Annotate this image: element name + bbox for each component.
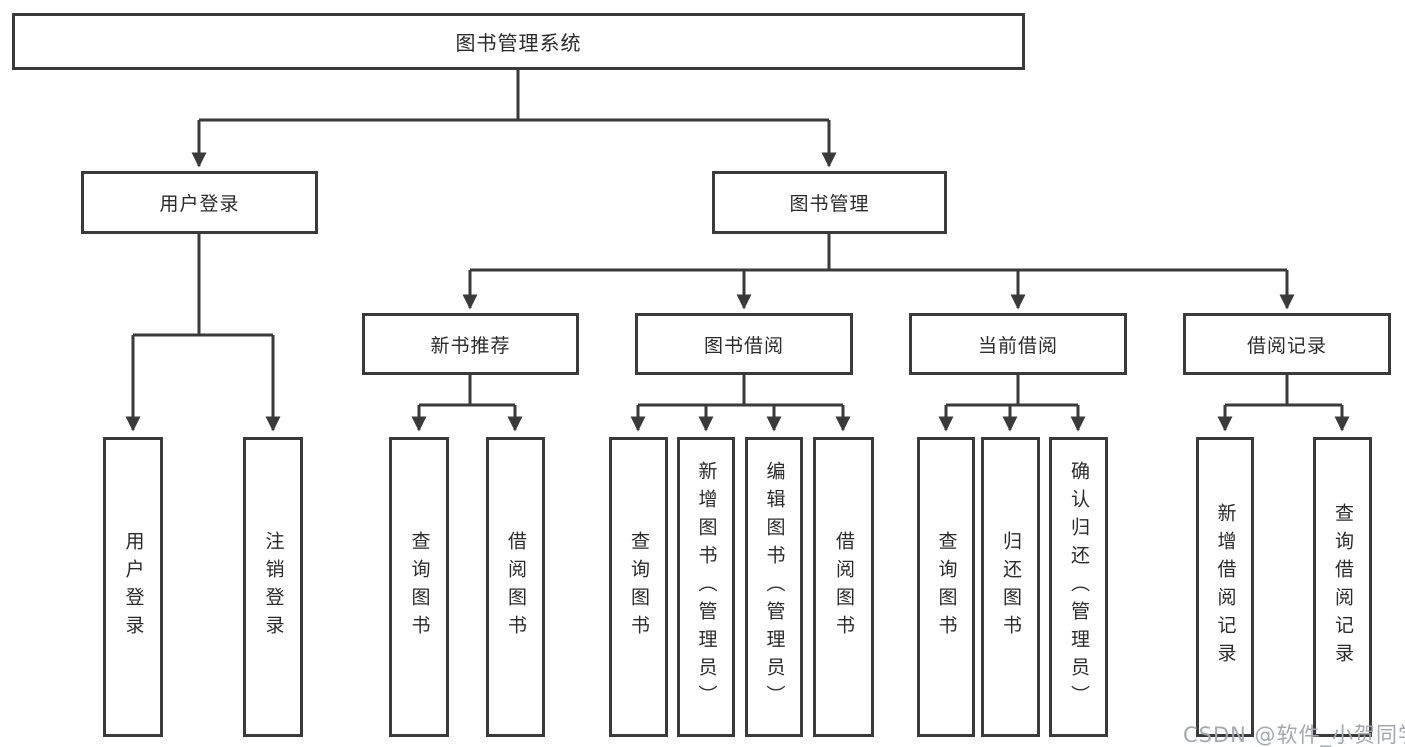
watermark-csdn: CSDN @软件_小贺同学 — [1183, 723, 1405, 747]
leaf-logout: 注销登录 — [243, 437, 303, 737]
node-label: 图书借阅 — [703, 334, 784, 357]
node-label: 用户登录 — [122, 531, 145, 643]
node-label: 用户登录 — [159, 193, 240, 215]
node-label: 新增图书（管理员） — [695, 461, 718, 713]
leaf-query-book-recommend: 查询图书 — [389, 437, 449, 737]
node-book-borrow: 图书借阅 — [635, 313, 853, 375]
edge-book-borrow-split — [638, 375, 843, 407]
node-label: 借阅图书 — [505, 531, 527, 643]
edge-root-split — [199, 70, 829, 122]
edge-user-login-split — [133, 234, 273, 337]
leaf-add-borrow-record: 新增借阅记录 — [1196, 437, 1254, 737]
node-book-management: 图书管理 — [712, 171, 947, 234]
leaf-edit-book-admin: 编辑图书（管理员） — [745, 437, 803, 737]
node-label: 图书管理 — [789, 193, 870, 215]
node-label: 借阅图书 — [833, 531, 855, 643]
node-label: 借阅记录 — [1246, 334, 1327, 357]
node-library-management-system: 图书管理系统 — [12, 13, 1025, 70]
node-user-login: 用户登录 — [81, 171, 318, 234]
node-label: 图书管理系统 — [455, 31, 582, 55]
leaf-confirm-return-admin: 确认归还（管理员） — [1049, 437, 1108, 737]
leaf-add-book-admin: 新增图书（管理员） — [677, 437, 735, 737]
edge-book-management-split — [470, 234, 1287, 272]
node-label: 查询图书 — [408, 531, 431, 643]
node-label: 当前借阅 — [977, 334, 1058, 357]
leaf-query-borrow-record: 查询借阅记录 — [1313, 437, 1372, 737]
leaf-borrow-book: 借阅图书 — [813, 437, 874, 737]
node-label: 查询图书 — [935, 531, 958, 643]
edge-borrow-records-split — [1225, 375, 1342, 407]
node-label: 查询借阅记录 — [1332, 503, 1354, 671]
leaf-query-book-borrow: 查询图书 — [609, 437, 668, 737]
node-label: 查询图书 — [628, 531, 650, 643]
leaf-query-book-current: 查询图书 — [917, 437, 975, 737]
node-label: 注销登录 — [262, 531, 285, 643]
node-label: 编辑图书（管理员） — [763, 461, 786, 713]
node-new-book-recommend: 新书推荐 — [362, 313, 579, 375]
node-label: 归还图书 — [1000, 531, 1022, 643]
edge-current-borrow-split — [946, 375, 1078, 407]
leaf-borrow-book-recommend: 借阅图书 — [486, 437, 545, 737]
node-label: 确认归还（管理员） — [1068, 461, 1090, 713]
edge-new-book-recommend-split — [419, 375, 515, 407]
leaf-user-login: 用户登录 — [103, 437, 163, 737]
node-label: 新书推荐 — [430, 334, 511, 357]
node-current-borrow: 当前借阅 — [909, 313, 1127, 375]
leaf-return-book: 归还图书 — [981, 437, 1040, 737]
node-borrow-records: 借阅记录 — [1183, 313, 1391, 375]
node-label: 新增借阅记录 — [1214, 503, 1237, 671]
